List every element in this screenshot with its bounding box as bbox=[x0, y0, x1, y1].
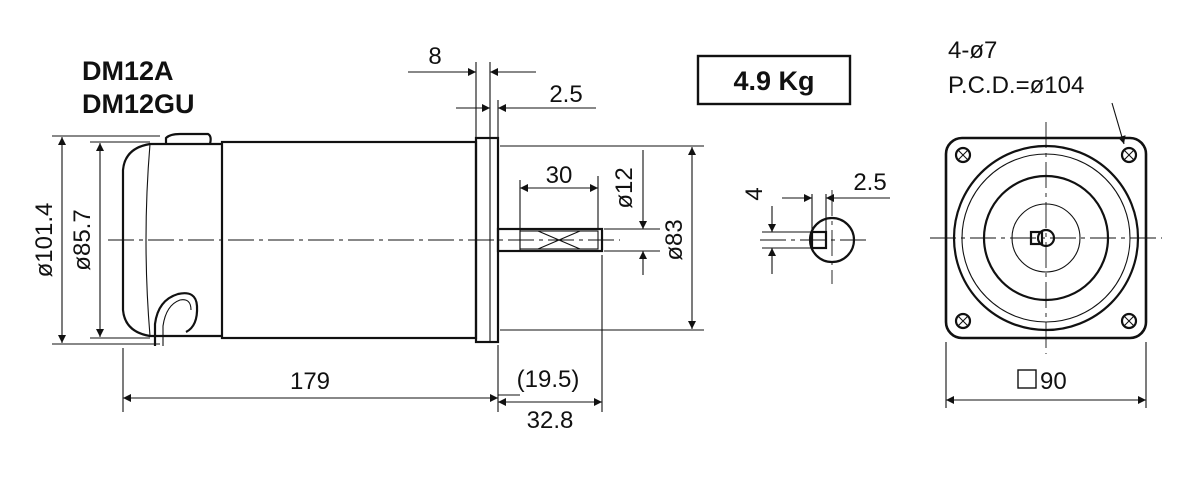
weight-label: 4.9 Kg bbox=[733, 66, 814, 96]
dim-body-diameter-label: ø85.7 bbox=[69, 209, 96, 270]
front-labels: 4-ø7 P.C.D.=ø104 bbox=[948, 37, 1084, 99]
dim-body-length: 179 bbox=[123, 368, 498, 402]
motor-side-view bbox=[108, 132, 620, 346]
dim-square-size-label: 90 bbox=[1040, 368, 1067, 395]
dim-shaft-total-length: 32.8 bbox=[498, 398, 602, 434]
side-extension-lines bbox=[52, 62, 704, 412]
dim-flange-diameter-label: ø83 bbox=[661, 219, 688, 260]
dim-shaft-ref-length: (19.5) bbox=[498, 366, 580, 396]
mounting-holes bbox=[954, 146, 1138, 330]
motor-front-view bbox=[930, 102, 1162, 354]
dim-shaft-total-length-label: 32.8 bbox=[527, 407, 574, 434]
dim-pilot-depth: 2.5 bbox=[456, 81, 596, 112]
dim-shaft-diameter: ø12 bbox=[611, 150, 647, 275]
dim-key-width-label: 4 bbox=[741, 187, 768, 200]
hole-spec-label: 4-ø7 bbox=[948, 37, 997, 64]
dim-key-length-label: 30 bbox=[546, 162, 573, 189]
dim-flange-thickness: 8 bbox=[408, 43, 536, 76]
dim-square-size: 90 bbox=[945, 342, 1147, 408]
pcd-label: P.C.D.=ø104 bbox=[948, 72, 1084, 99]
dim-outer-diameter: ø101.4 bbox=[31, 137, 66, 343]
dim-flange-thickness-label: 8 bbox=[428, 43, 441, 70]
dim-body-length-label: 179 bbox=[290, 368, 330, 395]
model-name-1: DM12A bbox=[82, 56, 174, 86]
dim-outer-diameter-label: ø101.4 bbox=[31, 203, 58, 278]
dim-flange-diameter: ø83 bbox=[661, 147, 696, 329]
dim-shaft-ref-length-label: (19.5) bbox=[517, 366, 580, 393]
dim-pilot-depth-label: 2.5 bbox=[549, 81, 582, 108]
dim-body-diameter: ø85.7 bbox=[69, 143, 104, 337]
model-name-2: DM12GU bbox=[82, 89, 195, 119]
dim-shaft-diameter-label: ø12 bbox=[611, 167, 638, 208]
weight-box: 4.9 Kg bbox=[696, 54, 852, 106]
dim-key-length: 30 bbox=[520, 162, 598, 192]
dim-key-depth-label: 2.5 bbox=[853, 169, 886, 196]
shaft-key-detail: 2.5 4 bbox=[741, 169, 890, 284]
